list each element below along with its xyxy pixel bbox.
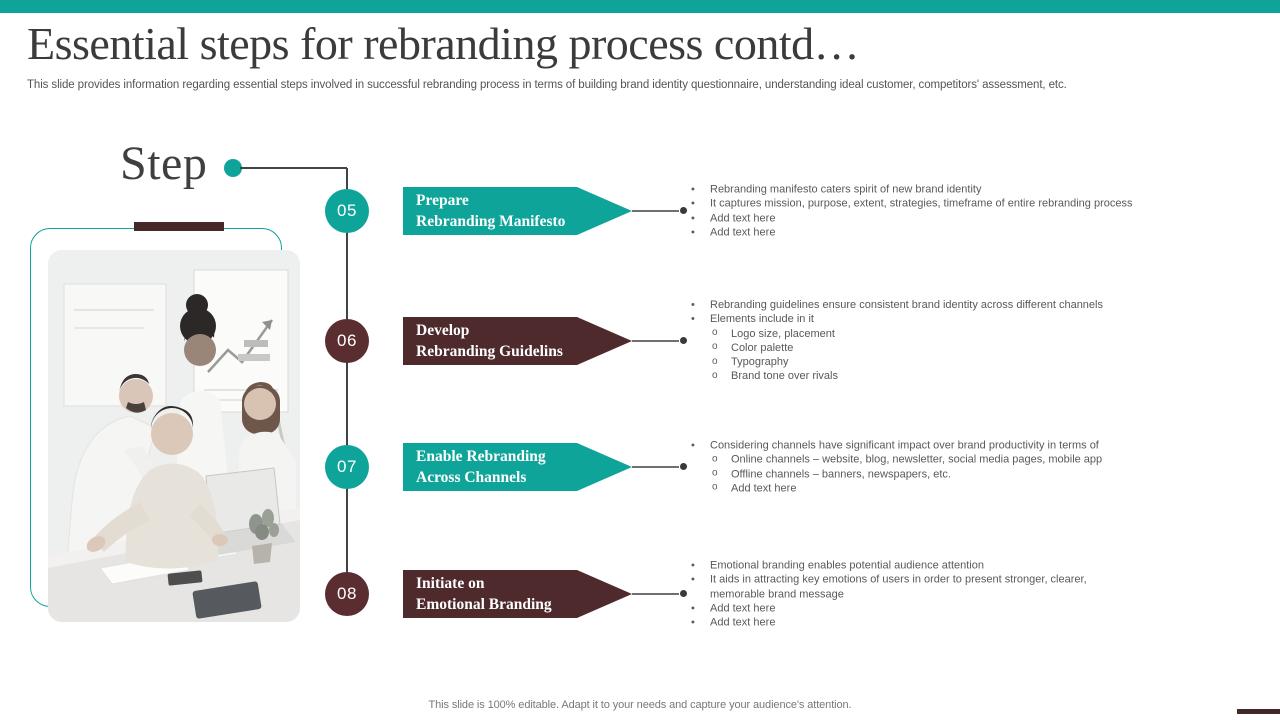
step-row: 06 Develop Rebranding Guidelins Rebrandi… [0,298,1280,384]
photo-accent-bar [134,222,224,231]
team-photo-illustration [48,250,300,622]
step-row: 08 Initiate on Emotional Branding Emotio… [0,558,1280,630]
step-title-line1: Develop [416,322,470,339]
step-title-line2: Emotional Branding [416,596,552,613]
step-heading: Step [120,137,208,190]
bottom-accent-dash [1237,709,1280,714]
connector-line [632,466,679,468]
bullet-item: Add text here [686,601,1134,616]
bullet-item: Considering channels have significant im… [686,438,1134,453]
step-banner-title: Initiate on Emotional Branding [403,570,632,615]
step-title-line1: Prepare [416,192,469,209]
step-title-line1: Initiate on [416,575,485,592]
bullet-item: Add text here [686,225,1134,240]
step-number: 05 [337,201,357,220]
step-dot-icon [224,159,242,177]
step-banner: Develop Rebranding Guidelins [403,317,632,365]
step-banner: Prepare Rebranding Manifesto [403,187,632,235]
step-bullets: Considering channels have significant im… [686,438,1134,495]
bullet-item: Add text here [686,481,1134,496]
bullet-item: Add text here [686,211,1134,226]
bullet-item: Offline channels – banners, newspapers, … [686,466,1134,481]
step-banner: Initiate on Emotional Branding [403,570,632,618]
bullet-item: Online channels – website, blog, newslet… [686,452,1134,467]
step-number-badge: 06 [325,319,369,363]
step-bullets: Rebranding manifesto caters spirit of ne… [686,182,1134,239]
step-number-badge: 08 [325,572,369,616]
step-number: 08 [337,584,357,603]
step-row: 05 Prepare Rebranding Manifesto Rebrandi… [0,182,1280,240]
bullet-item: Add text here [686,615,1134,630]
connector-dot-icon [680,207,687,214]
step-banner: Enable Rebranding Across Channels [403,443,632,491]
bullet-item: Rebranding manifesto caters spirit of ne… [686,182,1134,197]
connector-line [632,593,679,595]
connector-line [632,340,679,342]
timeline-vertical-line [346,168,348,595]
connector-dot-icon [680,337,687,344]
step-title-line2: Rebranding Manifesto [416,213,566,230]
step-number-badge: 05 [325,189,369,233]
step-banner-title: Prepare Rebranding Manifesto [403,187,632,232]
connector-line [632,210,679,212]
team-photo [48,250,300,622]
step-banner-title: Develop Rebranding Guidelins [403,317,632,362]
top-accent-bar [0,0,1280,13]
bullet-item: Elements include in it [686,312,1134,327]
step-title-line1: Enable Rebranding [416,448,546,465]
step-title-line2: Rebranding Guidelins [416,343,563,360]
connector-dot-icon [680,590,687,597]
step-row: 07 Enable Rebranding Across Channels Con… [0,438,1280,495]
bullet-item: Color palette [686,340,1134,355]
step-number-badge: 07 [325,445,369,489]
bullet-item: Emotional branding enables potential aud… [686,558,1134,573]
connector-dot-icon [680,463,687,470]
footer-note: This slide is 100% editable. Adapt it to… [428,699,852,711]
bullet-item: It captures mission, purpose, extent, st… [686,197,1134,212]
step-bullets: Rebranding guidelines ensure consistent … [686,298,1134,384]
timeline-horizontal-line [240,167,347,169]
step-bullets: Emotional branding enables potential aud… [686,558,1134,630]
step-number: 06 [337,331,357,350]
bullet-item: It aids in attracting key emotions of us… [686,573,1134,602]
bullet-item: Brand tone over rivals [686,369,1134,384]
step-banner-title: Enable Rebranding Across Channels [403,443,632,488]
step-title-line2: Across Channels [416,469,527,486]
bullet-item: Rebranding guidelines ensure consistent … [686,298,1134,313]
page-subtitle: This slide provides information regardin… [27,79,1067,91]
bullet-item: Typography [686,355,1134,370]
step-number: 07 [337,457,357,476]
bullet-item: Logo size, placement [686,326,1134,341]
page-title: Essential steps for rebranding process c… [27,18,860,69]
